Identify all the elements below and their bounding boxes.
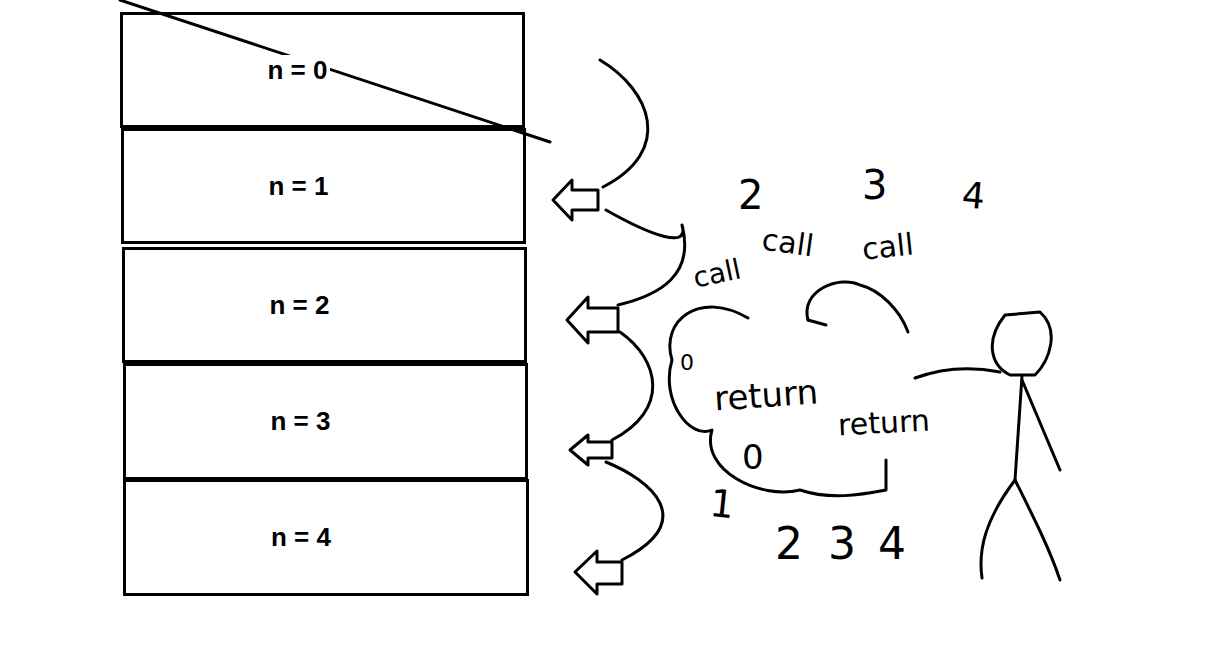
cycle-scribble	[808, 320, 826, 325]
wavy-line	[600, 60, 648, 187]
handwritten-note: 4	[878, 522, 906, 566]
handwritten-note: 3	[862, 165, 887, 205]
frame-label: n = 0	[265, 55, 331, 86]
frame-label: n = 4	[268, 522, 334, 553]
handwritten-note: 2	[775, 522, 803, 566]
stack-frame-box: n = 4	[123, 479, 529, 596]
handwritten-note: 3	[828, 522, 856, 566]
cycle-scribble	[807, 282, 908, 332]
stack-frame-box: n = 0	[120, 12, 525, 128]
figure-body	[1015, 376, 1022, 480]
frame-label: n = 2	[267, 290, 333, 321]
wavy-line	[606, 462, 663, 560]
figure-arm	[1022, 380, 1060, 470]
handwritten-note: 4	[960, 177, 986, 215]
figure-head	[992, 312, 1051, 375]
wavy-line	[606, 210, 685, 305]
frame-label: n = 3	[268, 406, 334, 437]
handwritten-note: 0	[742, 440, 764, 474]
cross-out-line	[120, 0, 550, 142]
figure-arm	[915, 369, 1000, 378]
hollow-arrow	[570, 435, 612, 465]
handwritten-note: call	[861, 229, 915, 264]
figure-leg	[1015, 480, 1060, 580]
handwritten-note: call	[760, 225, 815, 262]
handwritten-note: call	[691, 255, 744, 292]
wavy-line	[612, 332, 653, 440]
hollow-arrow	[575, 551, 622, 594]
stack-frame-box: n = 1	[121, 128, 526, 244]
cycle-scribble	[669, 307, 886, 496]
handwritten-note: return	[713, 374, 819, 415]
handwritten-note: return	[837, 406, 930, 441]
stack-frame-box: n = 2	[122, 247, 527, 363]
hollow-arrow	[553, 180, 598, 220]
frame-label: n = 1	[266, 171, 332, 202]
stack-frame-box: n = 3	[123, 363, 528, 480]
handwritten-note: 1	[708, 484, 736, 524]
figure-leg	[981, 480, 1015, 578]
handwritten-note: 0	[680, 352, 694, 374]
handwritten-note: 2	[738, 175, 763, 215]
hollow-arrow	[567, 297, 618, 343]
